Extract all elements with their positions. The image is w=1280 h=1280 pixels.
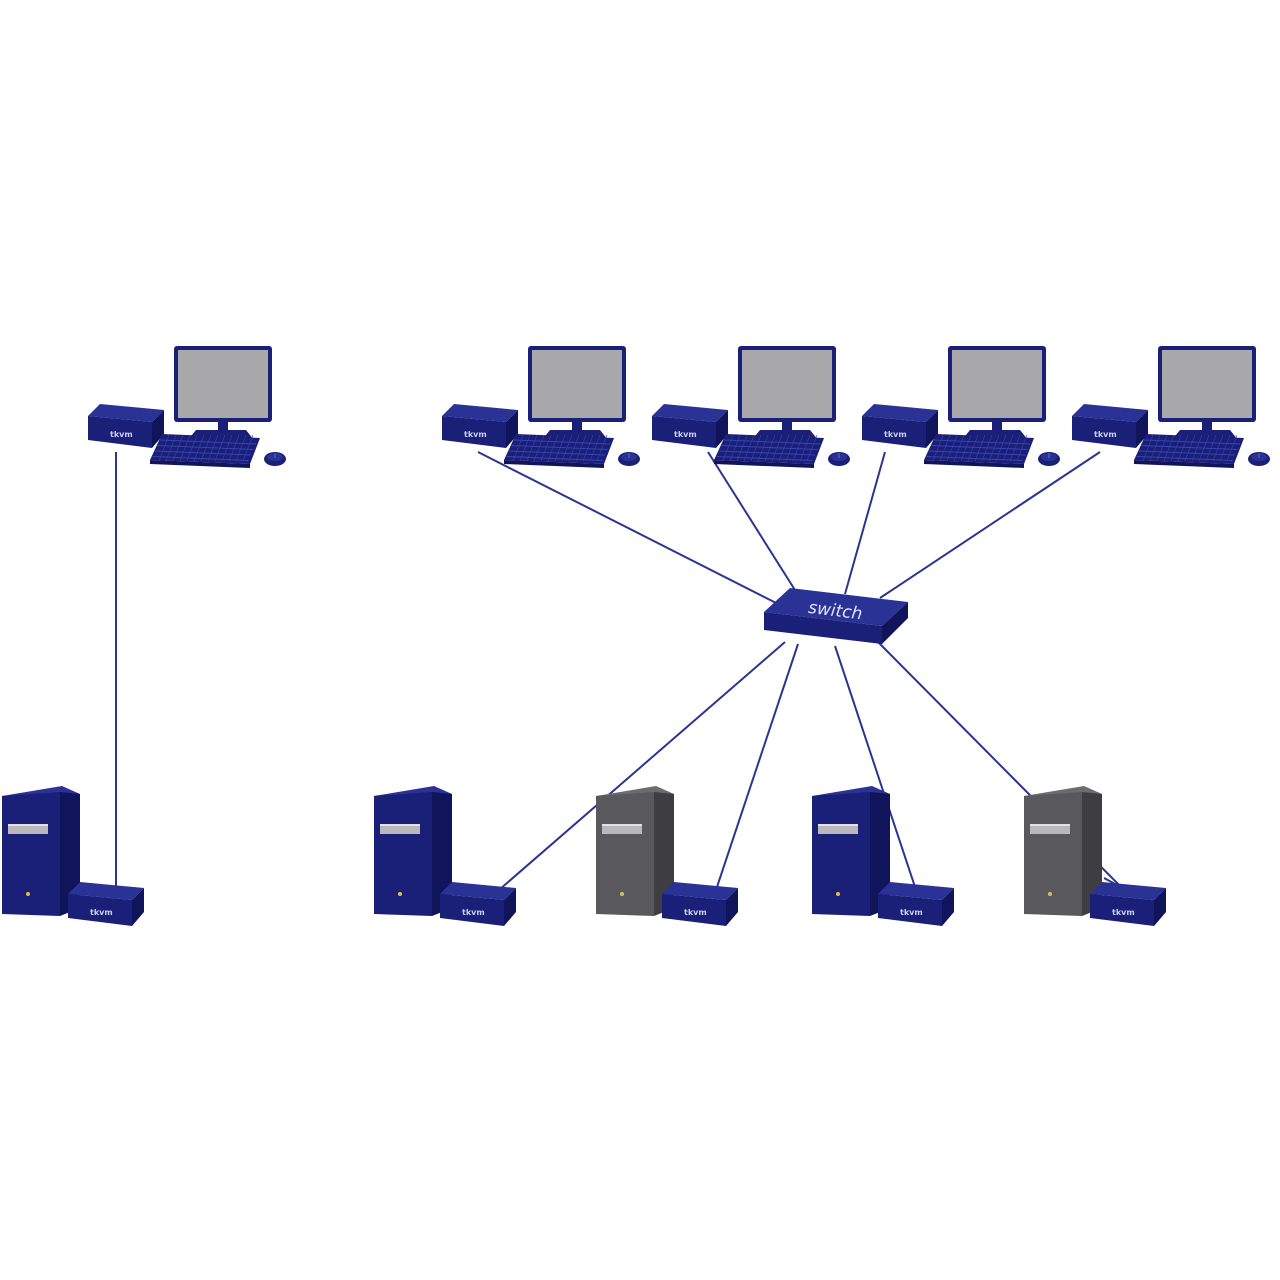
computer-pc-1: tkvm: [374, 786, 516, 926]
monitor-icon: [528, 346, 626, 440]
kvm-extender-icon: tkvm: [1090, 882, 1166, 926]
cable-pc-2: [713, 643, 799, 897]
extender-label: tkvm: [464, 430, 487, 439]
cable-pc-1: [491, 641, 786, 897]
direct-workstation: tkvm: [88, 346, 286, 468]
workstation-ws-2: tkvm: [652, 346, 850, 468]
computer-tower-icon: [1024, 786, 1102, 916]
keyboard-icon: [714, 434, 824, 468]
cable-ws-2: [707, 451, 801, 599]
extender-label: tkvm: [1094, 430, 1117, 439]
workstation-ws-1: tkvm: [442, 346, 640, 468]
cable-ws-4: [879, 451, 1101, 599]
kvm-extender-icon: tkvm: [862, 404, 938, 448]
monitor-icon: [1158, 346, 1256, 440]
keyboard-icon: [150, 434, 260, 468]
monitor-icon: [948, 346, 1046, 440]
workstation-ws-4: tkvm: [1072, 346, 1270, 468]
keyboard-icon: [924, 434, 1034, 468]
kvm-extender-icon: tkvm: [878, 882, 954, 926]
mouse-icon: [618, 452, 640, 466]
cable-ws-3: [844, 451, 886, 595]
extender-label: tkvm: [90, 908, 113, 917]
computer-tower-icon: [2, 786, 80, 916]
keyboard-icon: [504, 434, 614, 468]
monitor-icon: [738, 346, 836, 440]
computer-pc-2: tkvm: [596, 786, 738, 926]
extender-label: tkvm: [684, 908, 707, 917]
kvm-extender-icon: tkvm: [652, 404, 728, 448]
kvm-extender-icon: tkvm: [442, 404, 518, 448]
computer-tower-icon: [374, 786, 452, 916]
devices: tkvm tkvm switch tkvm tkvm tkvm tkvm tkvm tkvm tk…: [2, 346, 1270, 926]
mouse-icon: [1248, 452, 1270, 466]
computer-pc-4: tkvm: [1024, 786, 1166, 926]
kvm-extender-icon: tkvm: [1072, 404, 1148, 448]
kvm-extender-icon: tkvm: [88, 404, 164, 448]
network-switch-icon: switch: [764, 588, 908, 644]
extender-label: tkvm: [900, 908, 923, 917]
workstation-ws-3: tkvm: [862, 346, 1060, 468]
kvm-extender-icon: tkvm: [662, 882, 738, 926]
kvm-extender-icon: tkvm: [68, 882, 144, 926]
extender-label: tkvm: [1112, 908, 1135, 917]
extender-label: tkvm: [110, 430, 133, 439]
monitor-icon: [174, 346, 272, 440]
mouse-icon: [1038, 452, 1060, 466]
computer-tower-icon: [812, 786, 890, 916]
cable-ws-1: [477, 451, 791, 611]
extender-label: tkvm: [674, 430, 697, 439]
mouse-icon: [264, 452, 286, 466]
cable-pc-3: [834, 645, 919, 897]
kvm-extender-icon: tkvm: [440, 882, 516, 926]
extender-label: tkvm: [884, 430, 907, 439]
computer-tower-icon: [596, 786, 674, 916]
computer-pc-3: tkvm: [812, 786, 954, 926]
direct-computer: tkvm: [2, 786, 144, 926]
mouse-icon: [828, 452, 850, 466]
extender-label: tkvm: [462, 908, 485, 917]
keyboard-icon: [1134, 434, 1244, 468]
